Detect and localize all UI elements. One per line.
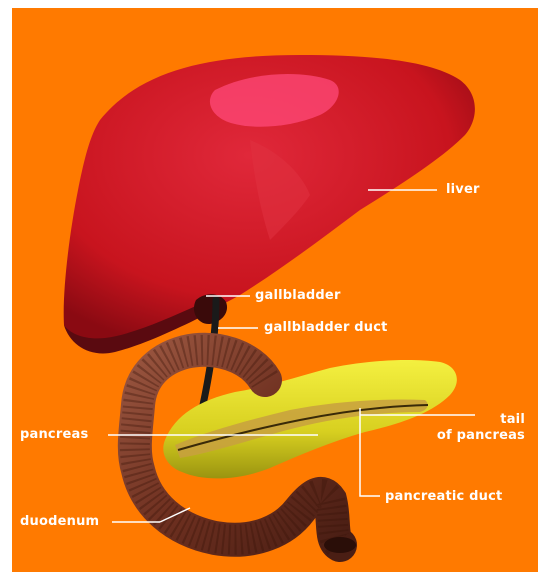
label-liver: liver	[446, 182, 480, 197]
label-duodenum: duodenum	[20, 514, 99, 529]
label-tail-line2: of pancreas	[420, 428, 525, 443]
label-gallbladder: gallbladder	[255, 288, 341, 303]
duodenum-end	[324, 537, 356, 553]
label-gallbladder-duct: gallbladder duct	[264, 320, 388, 335]
label-tail-line1: tail	[440, 412, 525, 427]
label-pancreatic-duct: pancreatic duct	[385, 489, 502, 504]
label-pancreas: pancreas	[20, 427, 88, 442]
